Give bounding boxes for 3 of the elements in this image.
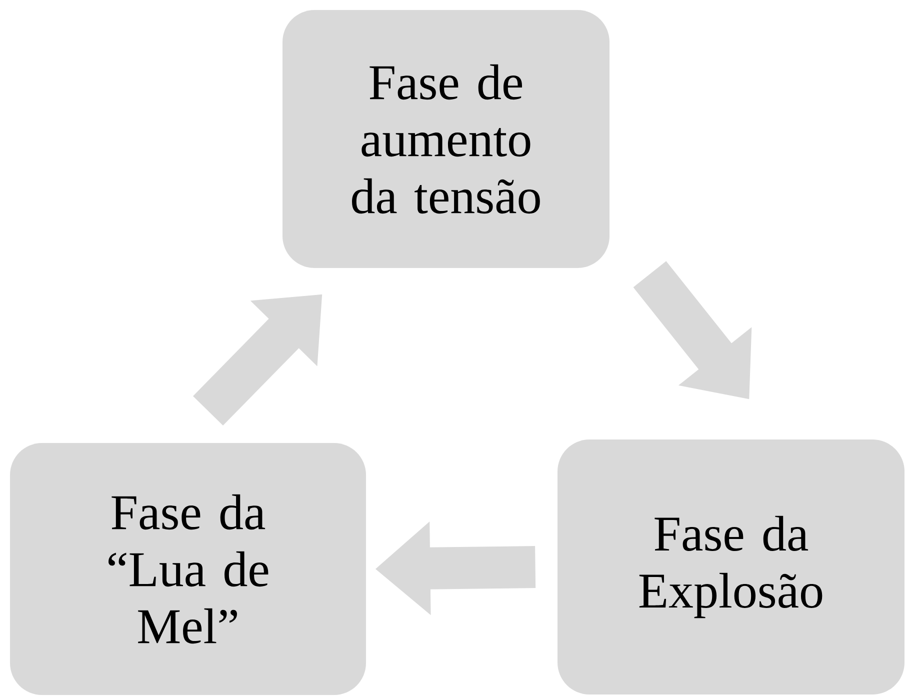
phase-box: Fase de aumento da tensão: [282, 10, 610, 268]
phase-box: Fase da Explosão: [558, 440, 904, 694]
phase-box: Fase da “Lua de Mel”: [10, 443, 366, 695]
